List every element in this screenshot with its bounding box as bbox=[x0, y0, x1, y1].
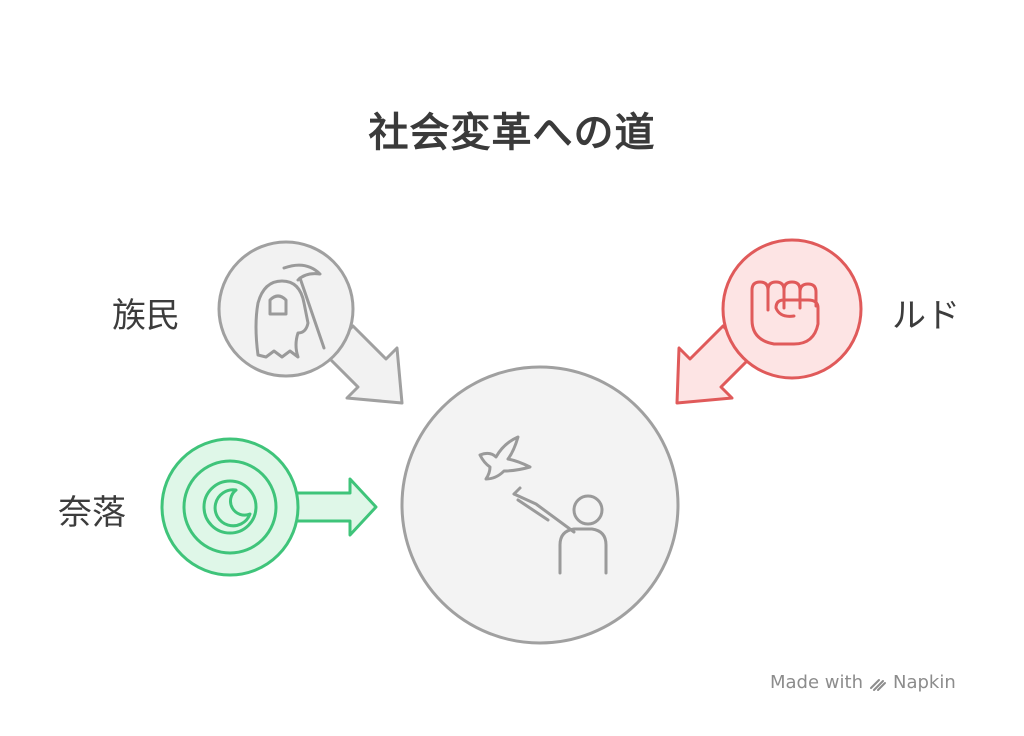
diagram-title: 社会変革への道 bbox=[368, 110, 656, 156]
napkin-logo-icon bbox=[869, 678, 886, 691]
abyss-circle bbox=[160, 437, 300, 577]
abyss-node bbox=[160, 437, 378, 577]
moon-icon bbox=[202, 479, 258, 535]
napkin-brand-text: Napkin bbox=[892, 672, 956, 693]
tribe-node bbox=[217, 240, 404, 405]
person-releasing-dove-icon bbox=[478, 435, 608, 575]
center-circle bbox=[400, 365, 680, 645]
abyss-arrow bbox=[288, 477, 378, 537]
fist-icon bbox=[750, 280, 820, 346]
grim-reaper-icon bbox=[254, 263, 326, 359]
ruld-label: ルド bbox=[892, 296, 960, 336]
made-with-text: Made with bbox=[770, 672, 863, 693]
tribe-label: 族民 bbox=[112, 296, 180, 336]
abyss-label: 奈落 bbox=[58, 493, 126, 533]
ruld-circle bbox=[721, 238, 863, 380]
ruld-node bbox=[675, 238, 863, 405]
footer: Made with Napkin bbox=[770, 672, 956, 693]
